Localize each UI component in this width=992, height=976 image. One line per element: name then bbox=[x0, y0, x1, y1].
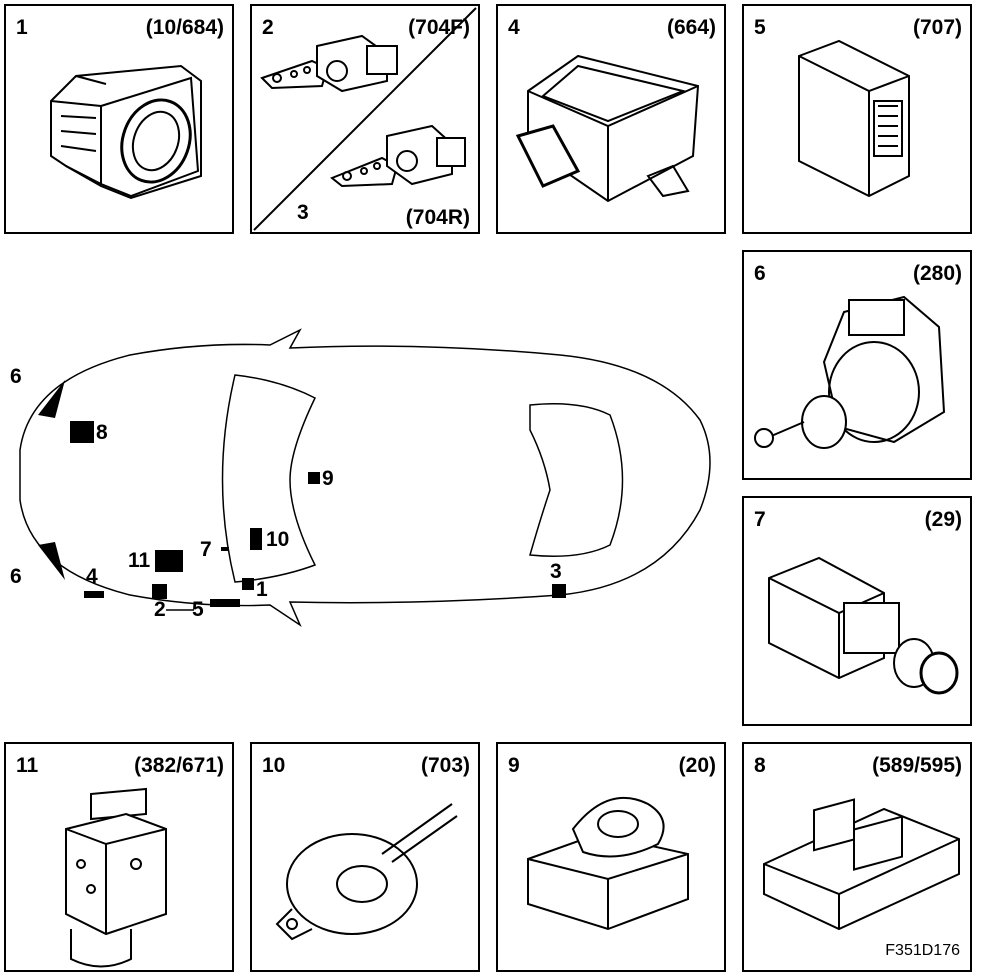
panel-number: 11 bbox=[16, 754, 39, 777]
rear-level-sensor-icon bbox=[332, 126, 465, 186]
panel-number: 6 bbox=[754, 262, 766, 285]
panel-code: (589/595) bbox=[872, 754, 962, 777]
callout-7: 7 bbox=[200, 538, 212, 561]
car-outline bbox=[0, 320, 730, 650]
component-panel-10: 10 (703) bbox=[250, 742, 480, 972]
panel-code: (280) bbox=[912, 262, 962, 285]
marker-7 bbox=[221, 547, 229, 551]
panel-number: 8 bbox=[754, 754, 766, 777]
callout-6-bottom: 6 bbox=[10, 565, 22, 588]
callout-9: 9 bbox=[322, 467, 334, 490]
component-panel-1: 1 (10/684) bbox=[4, 4, 234, 234]
marker-4 bbox=[84, 591, 104, 598]
panel-code: (707) bbox=[912, 16, 962, 39]
panel-number: 2 bbox=[262, 16, 274, 39]
panel-code: (10/684) bbox=[145, 16, 224, 39]
component-panel-4: 4 (664) bbox=[496, 4, 726, 234]
component-panel-8: 8 (589/595) F351D176 bbox=[742, 742, 972, 972]
component-panel-9: 9 (20) bbox=[496, 742, 726, 972]
ignition-switch-icon bbox=[498, 744, 724, 970]
marker-11 bbox=[155, 550, 183, 572]
component-panel-6: 6 (280) bbox=[742, 250, 972, 480]
panel-number: 10 bbox=[262, 754, 286, 777]
panel-number: 4 bbox=[508, 16, 520, 39]
component-panel-2-3: 2 (704F) 3 (704R) bbox=[250, 4, 480, 234]
marker-10 bbox=[250, 528, 262, 550]
callout-10: 10 bbox=[266, 528, 290, 551]
panel-number: 5 bbox=[754, 16, 766, 39]
panel-code: (20) bbox=[678, 754, 716, 777]
component-panel-7: 7 (29) bbox=[742, 496, 972, 726]
callout-2: 2 bbox=[154, 598, 166, 621]
callout-4: 4 bbox=[86, 565, 98, 588]
brake-light-switch-icon bbox=[744, 498, 970, 724]
panel-code: (29) bbox=[924, 508, 962, 531]
callout-8: 8 bbox=[96, 421, 108, 444]
panel-number: 9 bbox=[508, 754, 520, 777]
figure-id: F351D176 bbox=[885, 942, 960, 959]
leveling-motor-icon bbox=[744, 252, 970, 478]
panel-code: (664) bbox=[666, 16, 716, 39]
headlight-switch-icon bbox=[6, 6, 232, 232]
front-level-sensor-icon bbox=[262, 36, 397, 91]
relay-module-icon bbox=[744, 6, 970, 232]
component-panel-11: 11 (382/671) bbox=[4, 742, 234, 972]
callout-3: 3 bbox=[550, 560, 562, 583]
callout-6-top: 6 bbox=[10, 365, 22, 388]
abs-module-icon bbox=[6, 744, 232, 970]
panel-code: (703) bbox=[420, 754, 470, 777]
engine-control-module-icon bbox=[744, 744, 970, 970]
panel-code-lower: (704R) bbox=[405, 206, 470, 229]
panel-number: 7 bbox=[754, 508, 766, 531]
callout-1: 1 bbox=[256, 578, 268, 601]
callout-11: 11 bbox=[128, 549, 151, 572]
panel-divider bbox=[252, 6, 478, 232]
callout-connector bbox=[166, 608, 196, 612]
panel-number: 1 bbox=[16, 16, 28, 39]
marker-3 bbox=[552, 584, 566, 598]
marker-1 bbox=[242, 578, 254, 590]
marker-5 bbox=[210, 599, 240, 607]
panel-code: (704F) bbox=[408, 16, 470, 39]
marker-2 bbox=[152, 584, 167, 599]
control-module-icon bbox=[498, 6, 724, 232]
panel-code: (382/671) bbox=[134, 754, 224, 777]
callout-5: 5 bbox=[192, 598, 204, 621]
steering-angle-sensor-icon bbox=[252, 744, 478, 970]
marker-8 bbox=[70, 421, 94, 443]
component-panel-5: 5 (707) bbox=[742, 4, 972, 234]
panel-number-lower: 3 bbox=[297, 201, 309, 224]
marker-9 bbox=[308, 472, 320, 484]
